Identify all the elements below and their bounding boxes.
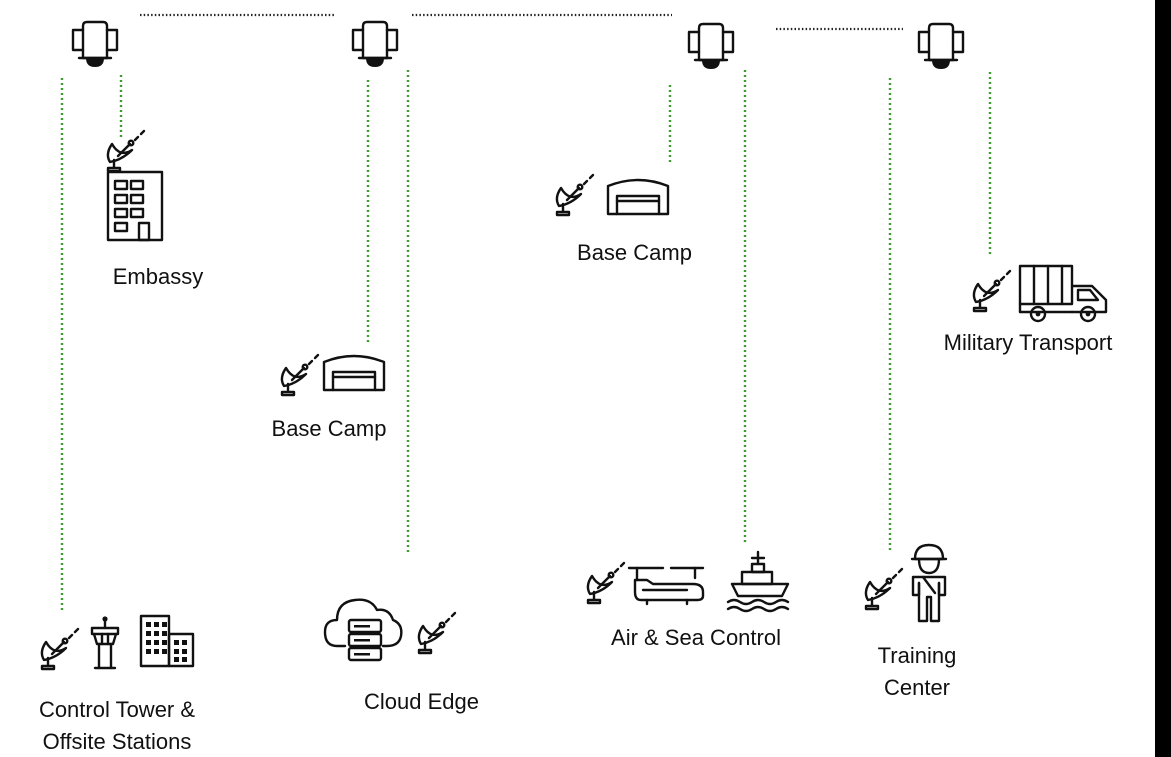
satellite-dish-icon: [280, 353, 320, 397]
satellite-icon: [71, 20, 119, 69]
satellite-dish-icon: [972, 269, 1012, 313]
satellite-dish-icon: [417, 611, 457, 655]
cloud-server-icon: [323, 598, 403, 662]
satellite-dish-icon: [586, 561, 626, 605]
satellite-icon: [687, 22, 735, 71]
label-base-camp-2: Base Camp: [577, 240, 692, 265]
satellite-dish-icon: [106, 129, 146, 173]
hangar-icon: [606, 178, 670, 216]
satellite-dish-icon: [864, 567, 904, 611]
satellite-dish-icon: [40, 627, 80, 671]
buildings-icon: [139, 614, 195, 668]
label-embassy: Embassy: [112, 264, 204, 289]
label-control-tower-line2: Offsite Stations: [42, 729, 192, 754]
hangar-icon: [322, 354, 386, 392]
satellite-dish-icon: [555, 173, 595, 217]
control-tower-icon: [90, 616, 120, 670]
military-truck-icon: [1018, 264, 1108, 323]
label-base-camp-1: Base Camp: [271, 416, 387, 441]
soldier-icon: [910, 543, 948, 623]
label-military-transport: Military Transport: [943, 330, 1113, 355]
label-training-line2: Center: [883, 675, 951, 700]
ship-icon: [726, 550, 790, 613]
site-links: [60, 70, 992, 612]
label-cloud-edge: Cloud Edge: [364, 689, 479, 714]
label-control-tower-line1: Control Tower &: [38, 697, 196, 722]
helicopter-icon: [627, 566, 705, 606]
satellite-icon: [917, 22, 965, 71]
backbone-links: [140, 13, 903, 31]
satellite-icon: [351, 20, 399, 69]
office-building-icon: [106, 170, 164, 242]
label-air-sea-control: Air & Sea Control: [611, 625, 781, 650]
label-training-line1: Training: [877, 643, 957, 668]
right-edge-bar: [1155, 0, 1171, 757]
